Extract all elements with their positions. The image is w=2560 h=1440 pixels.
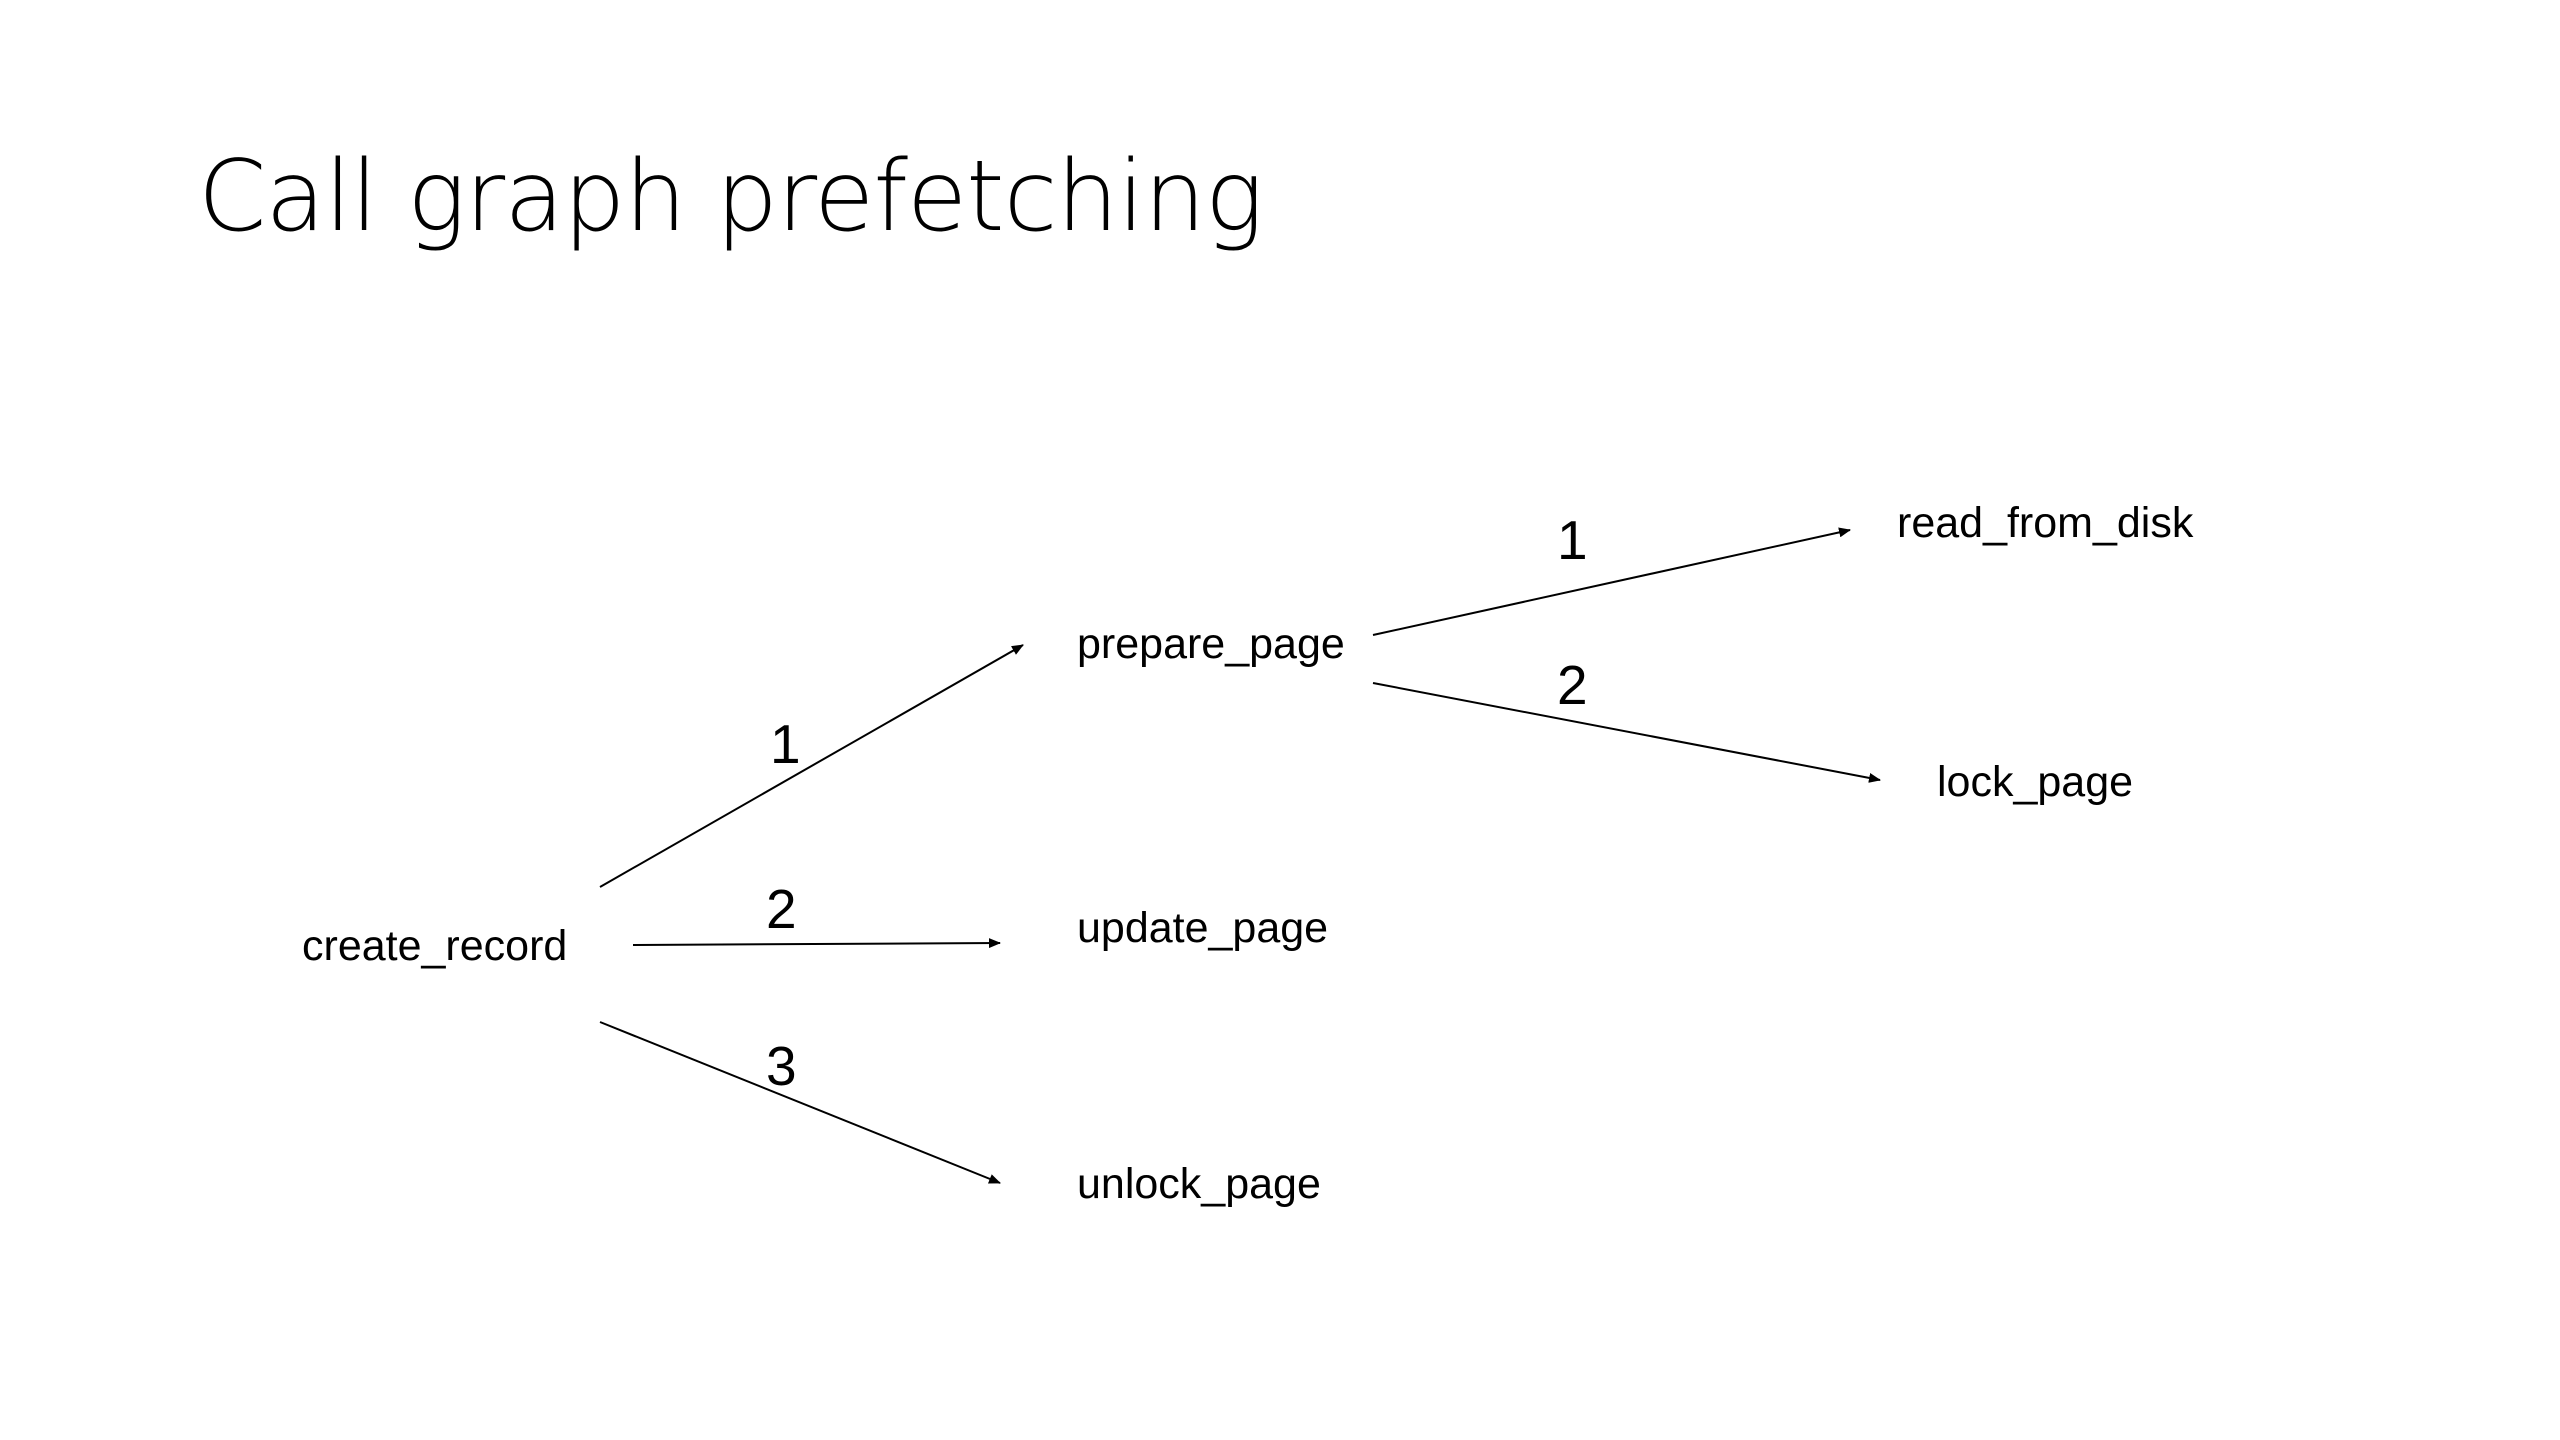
node-read-from-disk: read_from_disk	[1897, 499, 2194, 547]
node-prepare-page: prepare_page	[1077, 620, 1345, 668]
edge-label-prepare-page-lock-page: 2	[1557, 654, 1588, 716]
edge-create-record-to-update-page	[632, 938, 1001, 949]
edge-label-prepare-page-read-from-disk: 1	[1557, 509, 1588, 571]
edge-label-create-record-update-page: 2	[766, 878, 797, 940]
node-lock-page: lock_page	[1937, 758, 2133, 806]
edge-prepare-page-to-read-from-disk	[1372, 527, 1851, 636]
edge-create-record-to-prepare-page	[599, 644, 1024, 888]
edge-prepare-page-to-lock-page	[1372, 682, 1881, 783]
edge-label-create-record-unlock-page: 3	[766, 1035, 797, 1097]
node-create-record: create_record	[302, 922, 567, 970]
slide-title: Call graph prefetching	[198, 140, 1264, 254]
edge-label-create-record-prepare-page: 1	[770, 713, 801, 775]
node-unlock-page: unlock_page	[1077, 1160, 1321, 1208]
edge-create-record-to-unlock-page	[599, 1021, 1001, 1184]
node-update-page: update_page	[1077, 904, 1328, 952]
